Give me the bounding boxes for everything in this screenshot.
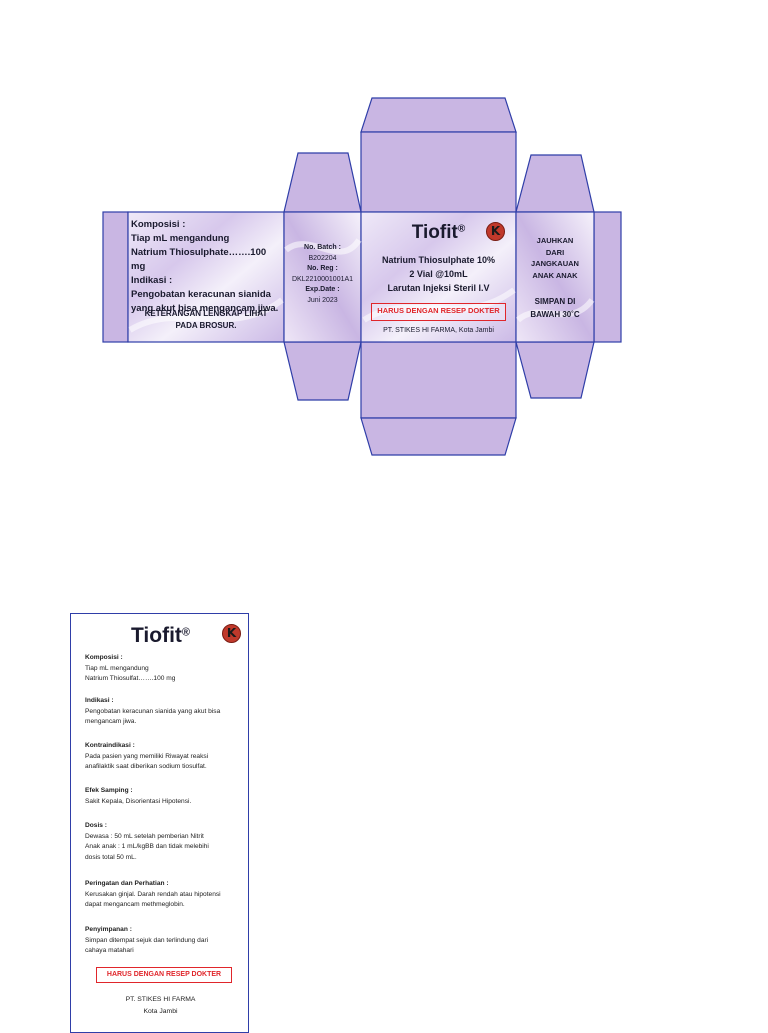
- top-flap: [360, 131, 517, 213]
- rx-warning-box: HARUS DENGAN RESEP DOKTER: [371, 303, 506, 321]
- warn-line: JAUHKAN: [536, 236, 574, 245]
- side-flap-top-right: [515, 154, 595, 213]
- section-heading: Indikasi :: [85, 697, 114, 704]
- section-line: anafilaktik saat diberikan sodium tiosul…: [85, 763, 207, 770]
- exp-label: Exp.Date :: [305, 286, 340, 293]
- warn-line: DARI: [545, 247, 565, 257]
- side-flap-top-left: [283, 152, 362, 213]
- glue-flap: [102, 211, 129, 343]
- section-line: Anak anak : 1 mL/kgBB dan tidak melebihi: [85, 843, 209, 850]
- reg-label: No. Reg :: [307, 265, 338, 272]
- section-heading: Efek Samping :: [85, 787, 133, 794]
- section-line: cahaya matahari: [85, 947, 134, 954]
- batch-label: No. Batch :: [304, 244, 341, 251]
- section-heading: Kontraindikasi :: [85, 742, 135, 749]
- section-peringatan: Peringatan dan Perhatian : Kerusakan gin…: [85, 879, 243, 911]
- storage-note: SIMPAN DI BAWAH 30˚C: [517, 295, 593, 321]
- section-komposisi: Komposisi : Tiap mL mengandung Natrium T…: [85, 653, 243, 685]
- brochure-title: Tiofit®: [71, 624, 250, 648]
- section-line: Tiap mL mengandung: [85, 664, 149, 672]
- section-heading: Penyimpanan :: [85, 926, 132, 933]
- section-heading: Komposisi :: [85, 654, 123, 661]
- side-flap-bottom-right: [515, 341, 595, 399]
- batch-value: B202204: [308, 254, 337, 262]
- komposisi-line: Tiap mL mengandung: [131, 233, 230, 244]
- note-line: KETERANGAN LENGKAP LIHAT: [144, 309, 268, 318]
- section-penyimpanan: Penyimpanan : Simpan ditempat sejuk dan …: [85, 925, 243, 957]
- dosage-form: Larutan Injeksi Steril I.V: [387, 283, 490, 293]
- komposisi-line: Natrium Thiosulphate…….100 mg: [131, 247, 267, 272]
- top-flap-outer: [360, 97, 517, 133]
- indikasi-heading: Indikasi :: [131, 275, 173, 286]
- section-heading: Dosis :: [85, 822, 107, 829]
- section-indikasi: Indikasi : Pengobatan keracunan sianida …: [85, 696, 243, 728]
- right-edge-flap: [593, 211, 622, 343]
- section-line: Simpan ditempat sejuk dan terlindung dar…: [85, 936, 209, 944]
- batch-info: No. Batch : B202204 No. Reg : DKL2210001…: [286, 243, 359, 306]
- brochure-brand: Tiofit: [130, 624, 182, 647]
- panel-right: [515, 211, 595, 343]
- section-line: Pada pasien yang memiliki Riwayat reaksi: [85, 752, 209, 760]
- section-line: dosis total 50 mL.: [85, 853, 137, 861]
- section-line: dapat mengancam methmeglobin.: [85, 901, 185, 908]
- child-warning: JAUHKAN DARI JANGKAUAN ANAK ANAK: [517, 235, 593, 281]
- product-strength: Natrium Thiosulphate 10%: [381, 255, 496, 265]
- panel-batch: [283, 211, 362, 343]
- section-line: Pengobatan keracunan sianida yang akut b…: [85, 707, 221, 715]
- brochure-manufacturer: PT. STIKES HI FARMA Kota Jambi: [71, 994, 250, 1018]
- komposisi-heading: Komposisi :: [131, 219, 186, 230]
- registered-mark: ®: [457, 223, 466, 235]
- manufacturer-line: Kota Jambi: [143, 1008, 178, 1015]
- store-line: SIMPAN DI: [534, 297, 576, 306]
- front-info: Natrium Thiosulphate 10% 2 Vial @10mL La…: [361, 253, 516, 295]
- warn-line: ANAK ANAK: [532, 270, 578, 280]
- brochure: Tiofit® K Komposisi : Tiap mL mengandung…: [70, 613, 249, 1033]
- section-heading: Peringatan dan Perhatian :: [85, 880, 169, 887]
- hard-drug-logo-icon: K: [486, 222, 505, 241]
- package-content: 2 Vial @10mL: [409, 269, 468, 279]
- section-line: Dewasa : 50 mL setelah pemberian Nitrit: [85, 832, 204, 840]
- front-title: Tiofit®: [361, 222, 516, 244]
- note-line: PADA BROSUR.: [175, 321, 237, 330]
- store-line: BAWAH 30˚C: [530, 310, 580, 319]
- left-panel-text: Komposisi : Tiap mL mengandung Natrium T…: [131, 218, 281, 316]
- section-line: Natrium Thiosulfat…….100 mg: [85, 675, 176, 682]
- bottom-flap: [360, 341, 517, 419]
- section-line: mengancam jiwa.: [85, 718, 137, 725]
- reg-value: DKL2210001001A1: [291, 275, 354, 283]
- indikasi-line: Pengobatan keracunan sianida: [131, 289, 271, 300]
- bottom-flap-outer: [360, 417, 517, 456]
- section-line: Sakit Kepala, Disorientasi Hipotensi.: [85, 797, 192, 805]
- section-dosis: Dosis : Dewasa : 50 mL setelah pemberian…: [85, 821, 243, 863]
- brochure-logo-icon: K: [222, 624, 241, 643]
- manufacturer-line: PT. STIKES HI FARMA: [125, 996, 196, 1003]
- brochure-registered-mark: ®: [181, 626, 191, 639]
- brochure-note: KETERANGAN LENGKAP LIHAT PADA BROSUR.: [131, 308, 281, 332]
- section-efek-samping: Efek Samping : Sakit Kepala, Disorientas…: [85, 786, 243, 807]
- side-flap-bottom-left: [283, 341, 362, 401]
- section-kontraindikasi: Kontraindikasi : Pada pasien yang memili…: [85, 741, 243, 773]
- indikasi-line: yang akut bisa mengancam jiwa.: [131, 303, 279, 314]
- section-line: Kerusakan ginjal. Darah rendah atau hipo…: [85, 890, 221, 898]
- manufacturer: PT. STIKES HI FARMA, Kota Jambi: [383, 327, 494, 334]
- brand-name: Tiofit: [411, 222, 458, 243]
- warn-line: JANGKAUAN: [531, 259, 579, 268]
- brochure-rx-warning: HARUS DENGAN RESEP DOKTER: [96, 967, 232, 983]
- exp-value: Juni 2023: [307, 296, 338, 304]
